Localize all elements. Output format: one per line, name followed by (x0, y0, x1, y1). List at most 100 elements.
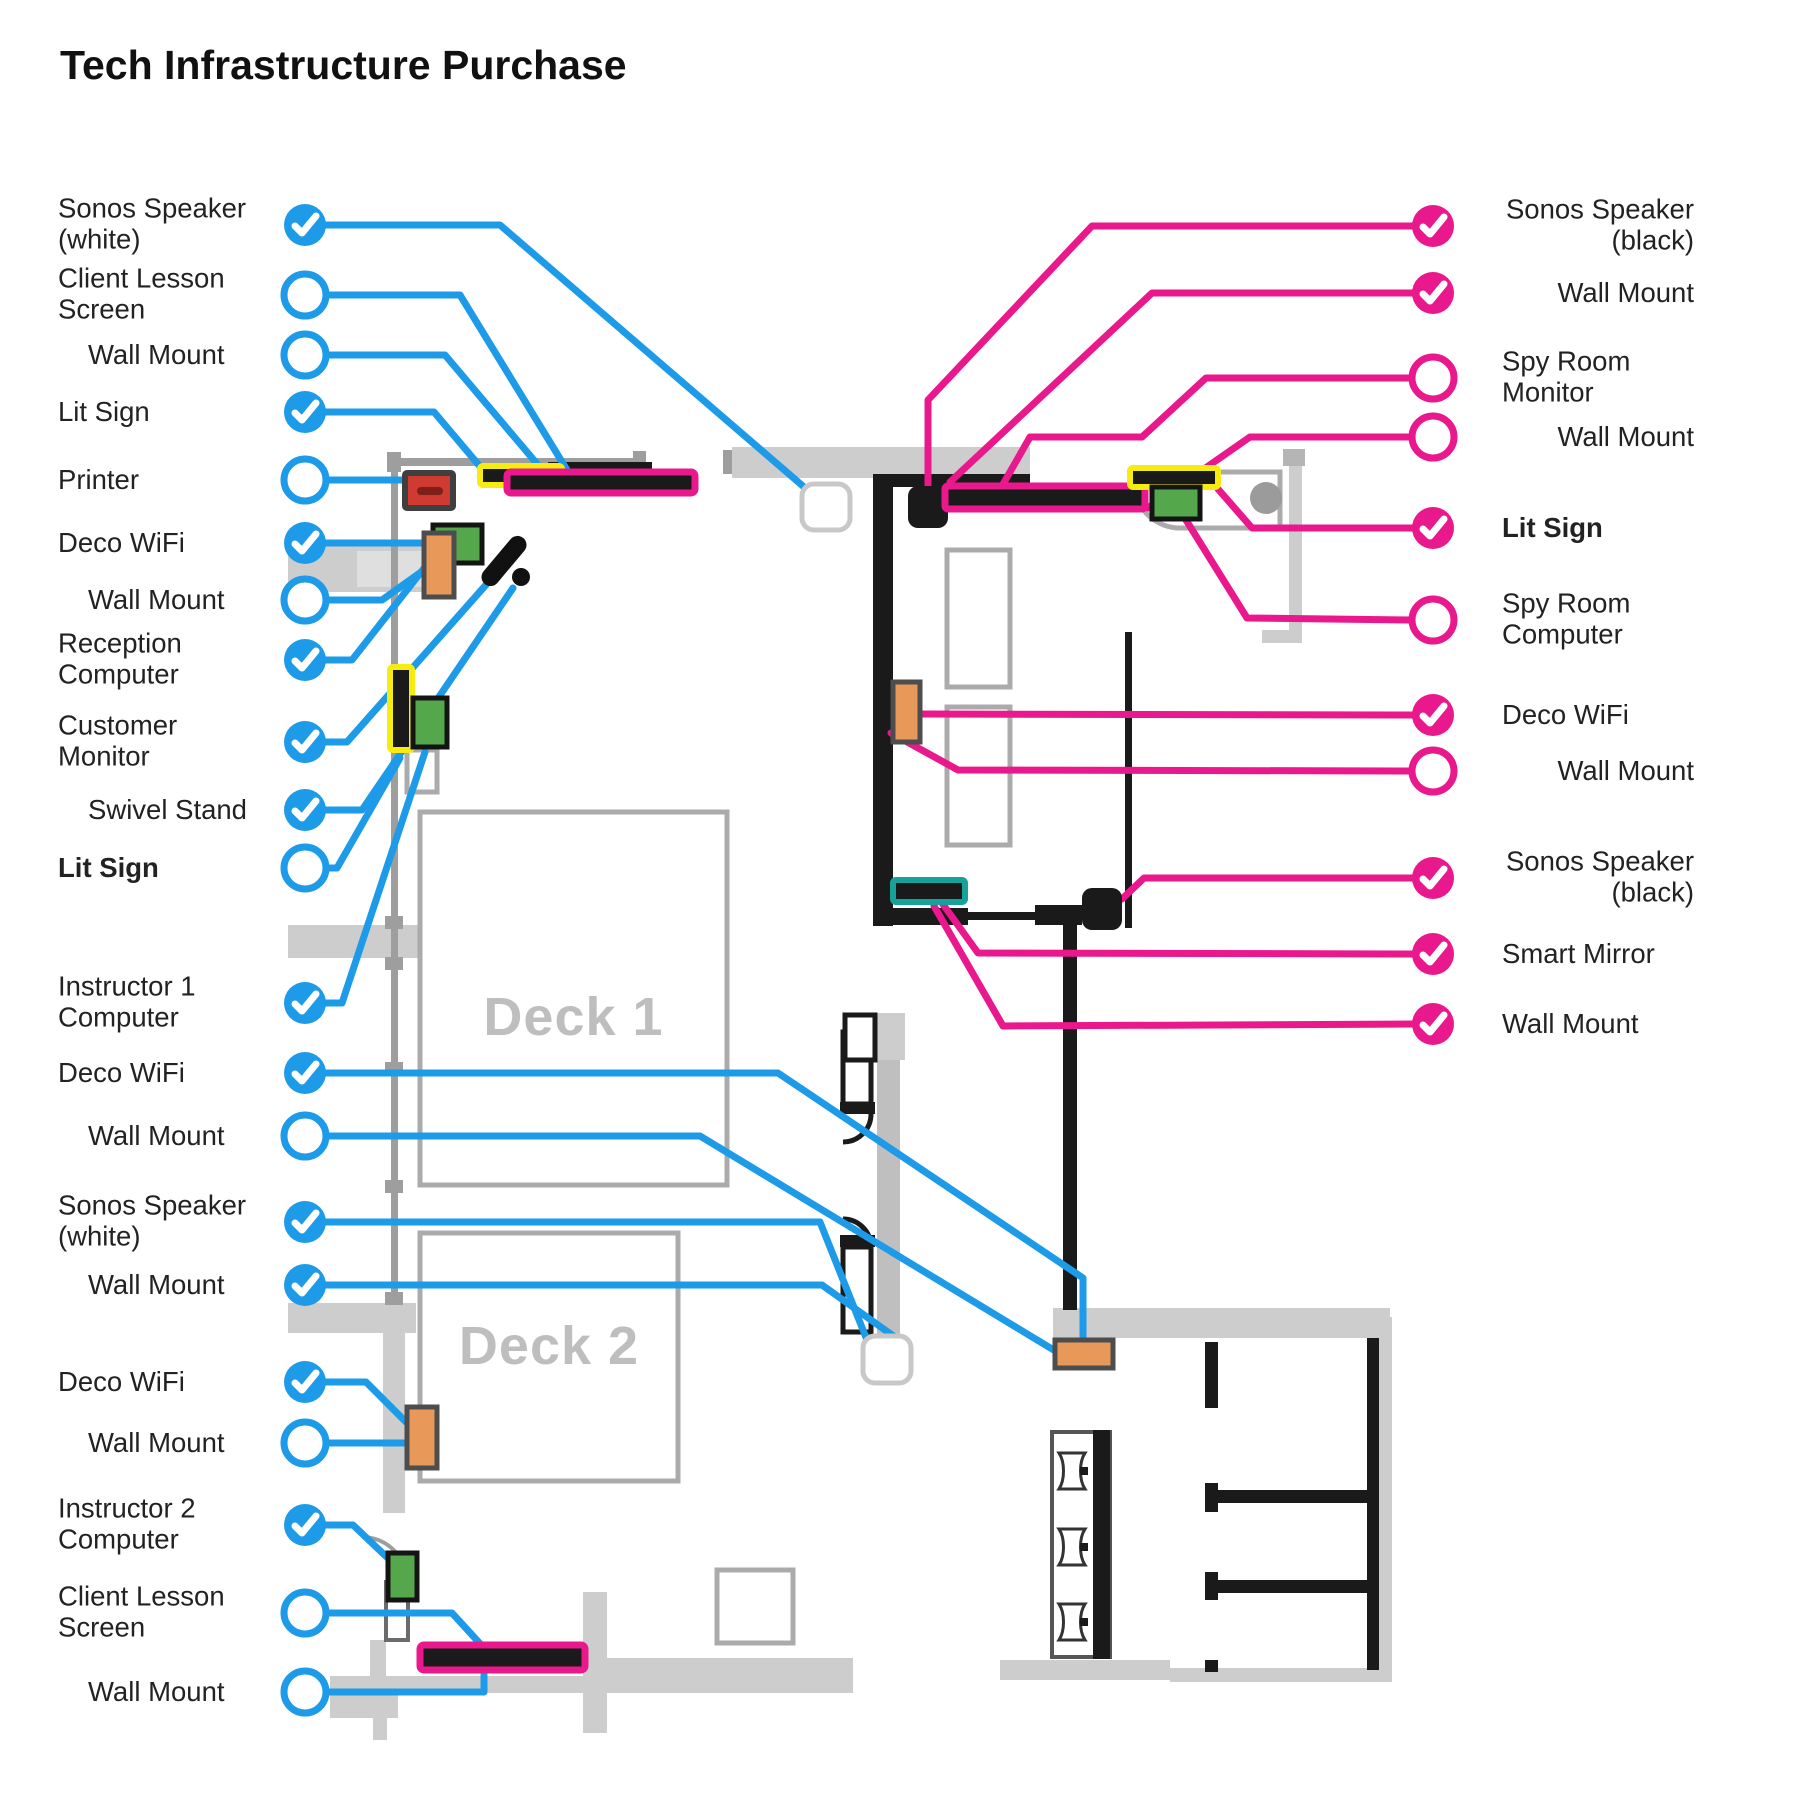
deck2-outline (417, 1230, 681, 1484)
spyroom-table-2 (944, 704, 1013, 848)
black-walls (548, 462, 1379, 1672)
checked-circle-lit-sign[interactable] (284, 391, 326, 433)
empty-circle-wall-mount[interactable] (280, 1418, 330, 1468)
checklist-item-label-instructor-2-computer: Instructor 2 Computer (58, 1492, 196, 1555)
line-instructor-1 (322, 748, 429, 1007)
spy-link-thin (967, 912, 1037, 920)
checklist-item-label-deco-wifi: Deco WiFi (1502, 698, 1629, 730)
bottom-room-h-wall-1 (1218, 1490, 1367, 1503)
line-customer-monitor (322, 574, 496, 746)
thick-vertical-wall (1063, 920, 1077, 1310)
checklist-item-label-deco-wifi: Deco WiFi (58, 1365, 185, 1397)
central-door-band (877, 1025, 900, 1343)
line-wall-mount-sonos-2 (322, 1281, 910, 1349)
checked-circle-sonos-speaker-white[interactable] (284, 204, 326, 246)
line-reception-computer (322, 549, 440, 664)
deco-wifi-reception (421, 530, 457, 600)
empty-circle-wall-mount[interactable] (280, 1111, 330, 1161)
checked-circle-sonos-speaker-black[interactable] (1412, 205, 1454, 247)
doorframe-gray-block (875, 1013, 905, 1060)
bottom-room-v-wall (1367, 1338, 1379, 1670)
speaker-icons (1056, 1451, 1088, 1642)
empty-circle-wall-mount[interactable] (280, 1667, 330, 1717)
checklist-item-label-printer: Printer (58, 463, 139, 495)
right-band-v (1378, 1317, 1392, 1682)
checked-circle-wall-mount[interactable] (284, 1264, 326, 1306)
checklist-circles (280, 204, 1458, 1717)
checked-circle-smart-mirror[interactable] (1412, 933, 1454, 975)
checklist-item-label-wall-mount: Wall Mount (88, 583, 225, 615)
spyroom-right-wall-node (1283, 449, 1305, 466)
empty-circle-printer[interactable] (280, 455, 330, 505)
checklist-item-label-sonos-speaker-black: Sonos Speaker (black) (1505, 845, 1694, 908)
line-wall-mount-wifi-hall (322, 1132, 1061, 1356)
empty-circle-client-lesson-screen[interactable] (280, 1588, 330, 1638)
bottom-right-slab-1 (1000, 1660, 1170, 1680)
line-deco-wifi-spy (918, 710, 1416, 719)
checked-circle-deco-wifi[interactable] (284, 522, 326, 564)
checked-circle-deco-wifi[interactable] (284, 1052, 326, 1094)
deck1-label: Deck 1 (483, 987, 664, 1047)
line-client-screen-1 (322, 291, 571, 474)
checklist-item-label-lit-sign: Lit Sign (58, 395, 150, 427)
checklist-item-label-spy-room-computer: Spy Room Computer (1502, 587, 1631, 650)
line-deco-wifi-deck2 (322, 1378, 412, 1428)
spyroom-right-wall-foot (1262, 630, 1302, 643)
spyroom-table-1 (944, 547, 1013, 690)
checklist-item-label-wall-mount: Wall Mount (1557, 420, 1694, 452)
checklist-item-label-wall-mount: Wall Mount (1557, 276, 1694, 308)
checked-circle-lit-sign[interactable] (1412, 507, 1454, 549)
checklist-item-label-client-lesson-screen: Client Lesson Screen (58, 262, 225, 325)
checklist-item-label-instructor-1-computer: Instructor 1 Computer (58, 970, 196, 1033)
line-sonos-black-1 (924, 222, 1416, 489)
bottom-left-tab (373, 1718, 387, 1740)
checklist-item-label-lit-sign: Lit Sign (58, 851, 159, 883)
top-black-bar (548, 462, 652, 472)
door-bar-a (840, 1102, 875, 1114)
empty-circle-wall-mount[interactable] (280, 575, 330, 625)
checklist-item-label-spy-room-monitor: Spy Room Monitor (1502, 345, 1631, 408)
line-sonos-white-2 (322, 1218, 871, 1344)
wall-low-left-h (288, 1303, 416, 1333)
line-lit-sign-2 (322, 754, 404, 872)
line-wall-mount-sb1 (946, 289, 1416, 486)
empty-circle-wall-mount[interactable] (280, 330, 330, 380)
checked-circle-deco-wifi[interactable] (1412, 694, 1454, 736)
checked-circle-swivel-stand[interactable] (284, 789, 326, 831)
deck2-label: Deck 2 (458, 1316, 640, 1376)
sonos-speaker-white-2 (860, 1333, 914, 1386)
checked-circle-instructor-1-computer[interactable] (284, 982, 326, 1024)
smart-mirror (890, 877, 968, 905)
checklist-item-label-wall-mount: Wall Mount (88, 1426, 225, 1458)
deco-wifi-spy-room (890, 679, 923, 745)
empty-circle-lit-sign[interactable] (280, 843, 330, 893)
line-wall-mount-screen-1 (322, 351, 553, 482)
empty-circle-spy-room-monitor[interactable] (1408, 353, 1458, 403)
checked-circle-deco-wifi[interactable] (284, 1361, 326, 1403)
checklist-item-label-smart-mirror: Smart Mirror (1502, 937, 1655, 969)
checked-circle-wall-mount[interactable] (1412, 1003, 1454, 1045)
checked-circle-instructor-2-computer[interactable] (284, 1504, 326, 1546)
rail-horizontal (395, 458, 640, 466)
line-wall-mount-screen-2 (322, 1666, 488, 1696)
empty-circle-wall-mount[interactable] (1408, 746, 1458, 796)
bottom-right-slab-2 (1170, 1668, 1392, 1682)
checked-circle-wall-mount[interactable] (1412, 272, 1454, 314)
checked-circle-sonos-speaker-white[interactable] (284, 1201, 326, 1243)
devices (385, 463, 1221, 1674)
checklist-item-label-client-lesson-screen: Client Lesson Screen (58, 1580, 225, 1643)
rail-t-end (723, 450, 732, 474)
printer-slot (417, 487, 443, 495)
checked-circle-customer-monitor[interactable] (284, 721, 326, 763)
client-lesson-screen-2 (416, 1641, 589, 1674)
checked-circle-sonos-speaker-black[interactable] (1412, 857, 1454, 899)
checked-circle-reception-computer[interactable] (284, 639, 326, 681)
sonos-speaker-white-1 (799, 481, 853, 533)
deco-wifi-hall (1052, 1337, 1116, 1371)
line-swivel-stand (322, 584, 517, 814)
empty-circle-spy-room-computer[interactable] (1408, 595, 1458, 645)
checklist-item-label-sonos-speaker-white: Sonos Speaker (white) (58, 1189, 247, 1252)
line-deco-wifi-hall (322, 1069, 1087, 1346)
empty-circle-client-lesson-screen[interactable] (280, 270, 330, 320)
empty-circle-wall-mount[interactable] (1408, 412, 1458, 462)
